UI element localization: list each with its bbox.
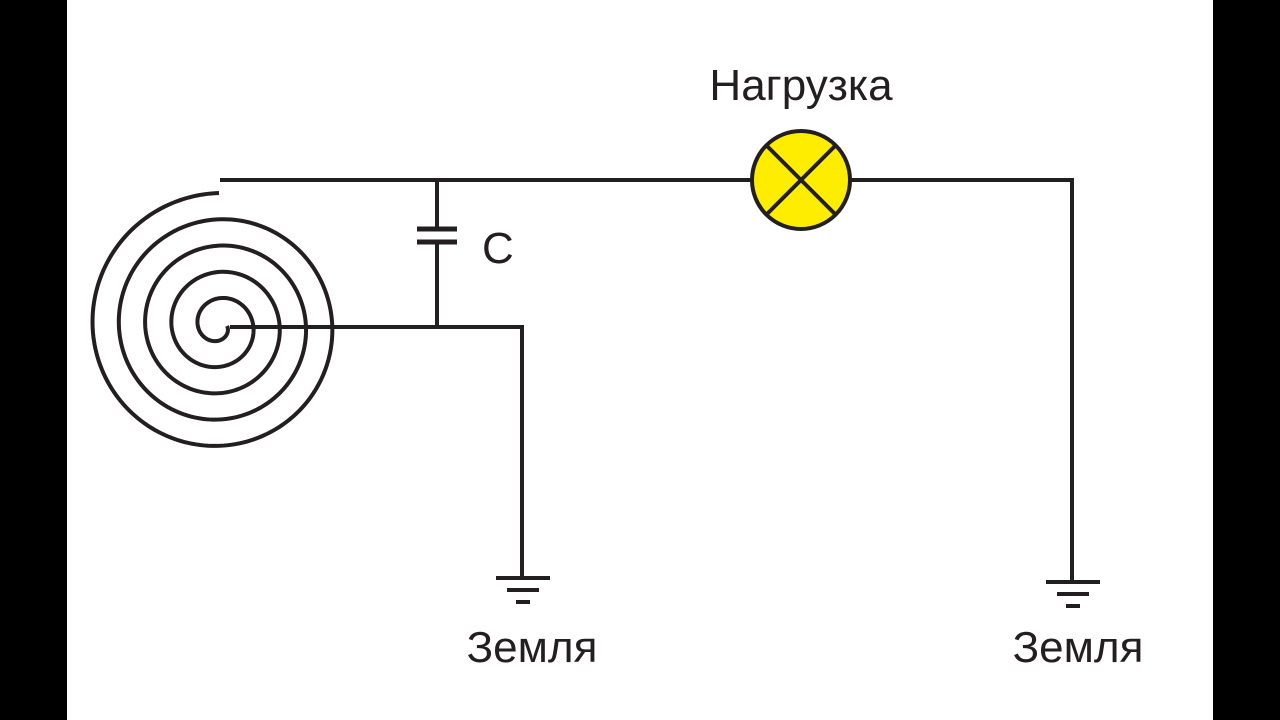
ground-right-label: Земля <box>1013 623 1144 672</box>
capacitor-label: C <box>482 224 514 273</box>
diagram-canvas <box>67 0 1213 720</box>
load-label: Нагрузка <box>709 61 893 110</box>
center-wire <box>230 325 524 577</box>
spiral-coil-icon <box>90 191 335 448</box>
ground-icon <box>496 576 550 604</box>
ground-icon <box>1046 580 1100 608</box>
right-wire <box>850 178 1074 581</box>
lamp-icon <box>750 129 852 231</box>
lamp-cross <box>764 143 838 217</box>
ground-left-label: Земля <box>467 623 598 672</box>
capacitor-icon <box>417 180 457 327</box>
